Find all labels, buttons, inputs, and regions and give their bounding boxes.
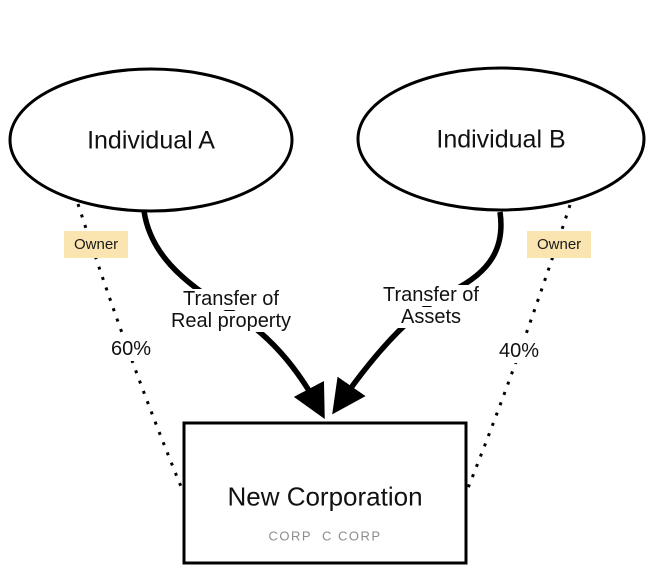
individual-b-label: Individual B xyxy=(436,125,566,154)
percent-label-left: 60% xyxy=(108,338,154,361)
corporation-tag-c-corp: C CORP xyxy=(322,528,382,544)
individual-a-label: Individual A xyxy=(87,126,215,155)
owner-badge-left: Owner xyxy=(64,231,129,258)
transfer-right-line2: Assets xyxy=(397,307,465,328)
new-corporation-label: New Corporation xyxy=(227,481,423,512)
transfer-right-line1: Transfer of xyxy=(380,285,482,306)
individual-a-ellipse xyxy=(8,67,294,213)
transfer-label-right: Transfer of Assets xyxy=(380,285,482,329)
new-corporation-box xyxy=(182,421,468,565)
transfer-label-left: Transfer of Real property xyxy=(167,289,295,333)
owner-badge-right: Owner xyxy=(527,231,592,258)
corporation-tag-corp: CORP xyxy=(268,528,312,544)
corporation-tags: CORP C CORP xyxy=(268,529,381,544)
transfer-left-line1: Transfer of xyxy=(180,289,282,310)
percent-label-right: 40% xyxy=(496,340,542,363)
individual-b-ellipse xyxy=(356,66,646,212)
transfer-left-line2: Real property xyxy=(167,311,295,332)
